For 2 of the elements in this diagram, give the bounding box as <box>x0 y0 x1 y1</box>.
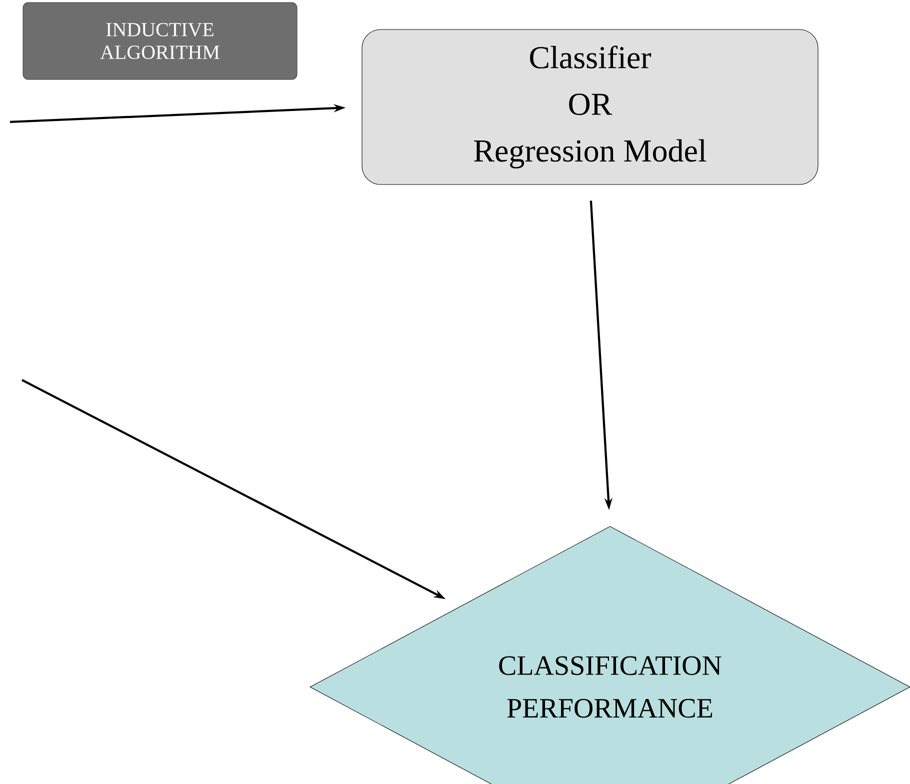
algorithm-box: INDUCTIVE ALGORITHM <box>22 2 298 80</box>
model-box: Classifier OR Regression Model <box>362 29 818 185</box>
